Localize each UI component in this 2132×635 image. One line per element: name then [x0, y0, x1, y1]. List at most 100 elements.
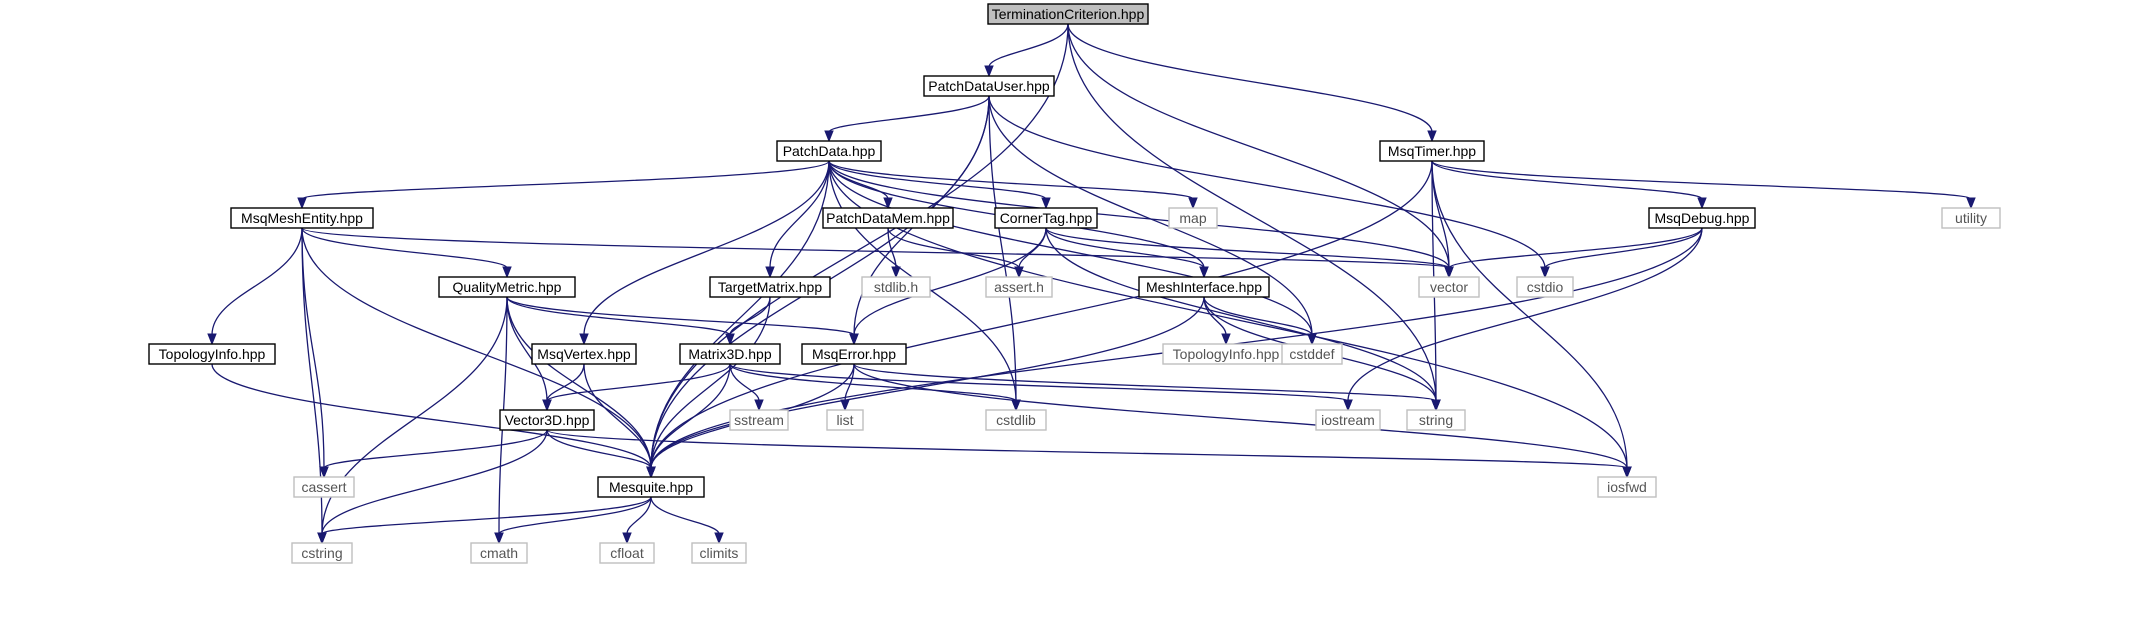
nodes-layer: TerminationCriterion.hppPatchDataUser.hp…	[148, 3, 2001, 564]
node-msq-debug[interactable]: MsqDebug.hpp	[1648, 207, 1756, 229]
node-box	[1315, 409, 1381, 431]
node-label: CornerTag.hpp	[1000, 210, 1093, 226]
node-string: string	[1406, 409, 1466, 431]
node-cstring: cstring	[291, 542, 353, 564]
node-box	[438, 276, 576, 298]
node-box	[1281, 343, 1343, 365]
node-patch-data-mem[interactable]: PatchDataMem.hpp	[822, 207, 954, 229]
node-box	[985, 409, 1047, 431]
node-box	[985, 276, 1053, 298]
node-assert-h: assert.h	[985, 276, 1053, 298]
edge-msq-timer-to-utility	[1431, 160, 1976, 210]
node-cfloat: cfloat	[599, 542, 655, 564]
edge-mesquite-to-cstring	[317, 496, 652, 545]
edge-corner-tag-to-vector	[1045, 227, 1454, 279]
node-label: cstring	[301, 545, 342, 561]
node-label: cstdlib	[996, 412, 1036, 428]
node-label: map	[1179, 210, 1206, 226]
node-box	[994, 207, 1098, 229]
edge-termination-criterion-to-patch-data-user	[984, 23, 1069, 78]
node-label: MsqError.hpp	[812, 346, 896, 362]
edge-matrix3d-to-vector3d	[542, 363, 731, 412]
node-patch-data-user[interactable]: PatchDataUser.hpp	[923, 75, 1055, 97]
node-mesquite[interactable]: Mesquite.hpp	[597, 476, 705, 498]
edge-matrix3d-to-iostream	[729, 363, 1353, 412]
node-cstddef: cstddef	[1281, 343, 1343, 365]
node-box	[1648, 207, 1756, 229]
edge-patch-data-to-msq-mesh-entity	[297, 160, 830, 210]
edge-msq-error-to-string	[853, 363, 1441, 412]
node-msq-mesh-entity[interactable]: MsqMeshEntity.hpp	[230, 207, 374, 229]
node-box	[1418, 276, 1480, 298]
node-box	[291, 542, 353, 564]
node-label: climits	[700, 545, 739, 561]
edge-mesquite-to-climits	[650, 496, 724, 545]
node-label: TopologyInfo.hpp	[159, 346, 266, 362]
edge-msq-mesh-entity-to-cassert	[301, 227, 329, 479]
node-termination-criterion[interactable]: TerminationCriterion.hpp	[987, 3, 1149, 25]
node-msq-vertex[interactable]: MsqVertex.hpp	[531, 343, 637, 365]
edge-msq-timer-to-vector	[1431, 160, 1454, 279]
node-label: Matrix3D.hpp	[688, 346, 771, 362]
node-box	[826, 409, 864, 431]
node-target-matrix[interactable]: TargetMatrix.hpp	[709, 276, 831, 298]
node-box	[230, 207, 374, 229]
node-box	[987, 3, 1149, 25]
node-climits: climits	[691, 542, 747, 564]
node-vector3d[interactable]: Vector3D.hpp	[499, 409, 595, 431]
node-quality-metric[interactable]: QualityMetric.hpp	[438, 276, 576, 298]
node-label: list	[836, 412, 853, 428]
edge-matrix3d-to-sstream	[729, 363, 764, 412]
node-matrix3d[interactable]: Matrix3D.hpp	[679, 343, 781, 365]
node-cassert: cassert	[293, 476, 355, 498]
node-mesh-interface[interactable]: MeshInterface.hpp	[1138, 276, 1270, 298]
node-cstdlib: cstdlib	[985, 409, 1047, 431]
node-sstream: sstream	[729, 409, 789, 431]
node-label: PatchDataMem.hpp	[826, 210, 950, 226]
node-msq-timer[interactable]: MsqTimer.hpp	[1379, 140, 1485, 162]
edge-mesh-interface-to-mesquite	[646, 296, 1205, 479]
node-box	[709, 276, 831, 298]
edge-msq-mesh-entity-to-quality-metric	[301, 227, 512, 279]
node-label: QualityMetric.hpp	[453, 279, 562, 295]
node-label: iosfwd	[1607, 479, 1647, 495]
node-label: TerminationCriterion.hpp	[992, 6, 1145, 22]
node-box	[293, 476, 355, 498]
node-box	[470, 542, 528, 564]
edge-msq-mesh-entity-to-topology-info-hpp	[207, 227, 303, 346]
node-label: cstdio	[1527, 279, 1564, 295]
edge-patch-data-mem-to-stdlib-h	[887, 227, 901, 279]
edge-vector3d-to-cassert	[319, 429, 548, 479]
node-topology-info-hpp[interactable]: TopologyInfo.hpp	[148, 343, 276, 365]
node-corner-tag[interactable]: CornerTag.hpp	[994, 207, 1098, 229]
node-box	[801, 343, 907, 365]
node-box	[776, 140, 882, 162]
node-box	[1168, 207, 1218, 229]
node-box	[1941, 207, 2001, 229]
node-list: list	[826, 409, 864, 431]
node-vector: vector	[1418, 276, 1480, 298]
edge-msq-debug-to-iostream	[1343, 227, 1703, 412]
node-box	[1406, 409, 1466, 431]
node-cmath: cmath	[470, 542, 528, 564]
node-label: PatchDataUser.hpp	[928, 78, 1050, 94]
node-label: MsqTimer.hpp	[1388, 143, 1476, 159]
node-label: string	[1419, 412, 1453, 428]
node-stdlib-h: stdlib.h	[861, 276, 931, 298]
node-label: sstream	[734, 412, 784, 428]
edge-vector3d-to-iosfwd	[546, 429, 1632, 479]
node-msq-error[interactable]: MsqError.hpp	[801, 343, 907, 365]
node-label: MsqVertex.hpp	[537, 346, 631, 362]
edge-patch-data-to-msq-vertex	[579, 160, 830, 346]
edge-msq-timer-to-msq-debug	[1431, 160, 1707, 210]
edges-layer	[207, 23, 1976, 545]
node-patch-data[interactable]: PatchData.hpp	[776, 140, 882, 162]
node-label: Vector3D.hpp	[505, 412, 590, 428]
node-label: iostream	[1321, 412, 1375, 428]
edge-quality-metric-to-cstring	[317, 296, 508, 545]
node-box	[599, 542, 655, 564]
edge-msq-debug-to-cstdio	[1540, 227, 1703, 279]
node-map: map	[1168, 207, 1218, 229]
edge-msq-mesh-entity-to-vector	[301, 227, 1454, 279]
node-label: stdlib.h	[874, 279, 918, 295]
